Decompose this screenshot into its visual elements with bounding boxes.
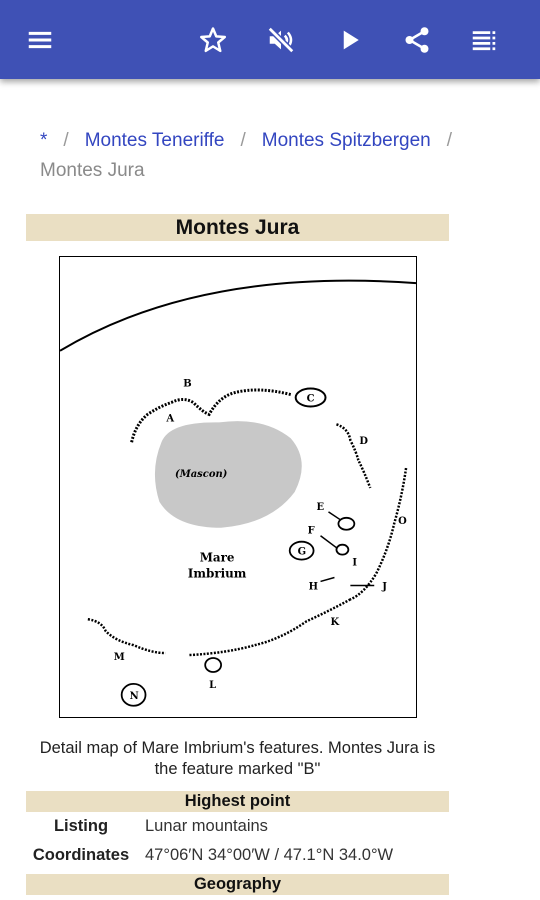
map-letter-k: K <box>330 617 339 628</box>
breadcrumb-current: Montes Jura <box>40 160 145 181</box>
list-icon <box>472 31 496 51</box>
map-letter-n: N <box>129 691 138 702</box>
map-letter-d: D <box>359 436 368 447</box>
map-letter-h: H <box>308 581 317 592</box>
breadcrumb-link-montes-teneriffe[interactable]: Montes Teneriffe <box>84 130 225 151</box>
infobox: Montes Jura <box>26 214 449 895</box>
breadcrumb: * / Montes Teneriffe / Montes Spitzbergen / Mo… <box>40 126 510 186</box>
mute-icon <box>267 26 295 54</box>
map-letter-f: F <box>307 526 314 537</box>
infobox-row-listing: Listing Lunar mountains <box>26 812 449 841</box>
infobox-title: Montes Jura <box>26 214 449 241</box>
map-letter-c: C <box>306 393 314 404</box>
section-highest-point: Highest point <box>26 791 449 812</box>
contents-button[interactable] <box>462 18 506 62</box>
row-value: 47°06′N 34°00′W / 47.1°N 34.0°W <box>145 846 394 864</box>
map-letter-j: J <box>381 581 387 592</box>
map-letter-l: L <box>209 680 216 691</box>
mute-button[interactable] <box>259 18 303 62</box>
section-geography: Geography <box>26 874 449 895</box>
infobox-row-coordinates: Coordinates 47°06′N 34°00′W / 47.1°N 34.… <box>26 841 449 870</box>
menu-button[interactable] <box>18 18 62 62</box>
favorite-button[interactable] <box>191 18 235 62</box>
map-letter-g: G <box>297 547 306 558</box>
map-caption: Detail map of Mare Imbrium's features. M… <box>39 739 436 778</box>
mare-imbrium-map[interactable]: (Mascon) Mare Imbrium A B C D E F G H I … <box>58 256 417 718</box>
row-value: Lunar mountains <box>145 817 268 835</box>
map-letter-m: M <box>113 652 124 663</box>
map-letter-e: E <box>316 502 324 513</box>
share-button[interactable] <box>395 18 439 62</box>
map-letter-a: A <box>165 413 174 424</box>
map-label-mascon: (Mascon) <box>175 469 228 480</box>
star-icon <box>200 27 226 53</box>
row-label: Coordinates <box>32 846 130 864</box>
menu-icon <box>28 31 52 49</box>
row-label: Listing <box>53 817 109 835</box>
map-letter-b: B <box>183 379 191 390</box>
map-label-imbrium: Imbrium <box>187 566 246 580</box>
app-bar <box>0 0 540 79</box>
map-label-mare: Mare <box>199 551 234 565</box>
breadcrumb-root-link[interactable]: * <box>40 130 48 151</box>
map-drawing: (Mascon) Mare Imbrium A B C D E F G H I … <box>59 279 416 707</box>
map-letter-o: O <box>398 516 407 527</box>
play-button[interactable] <box>328 18 372 62</box>
breadcrumb-separator: / <box>63 130 69 151</box>
breadcrumb-link-montes-spitzbergen[interactable]: Montes Spitzbergen <box>261 130 431 151</box>
share-icon <box>405 27 429 53</box>
play-icon <box>343 30 359 50</box>
breadcrumb-separator: / <box>240 130 246 151</box>
breadcrumb-separator: / <box>446 130 453 151</box>
map-letter-i: I <box>352 558 357 569</box>
